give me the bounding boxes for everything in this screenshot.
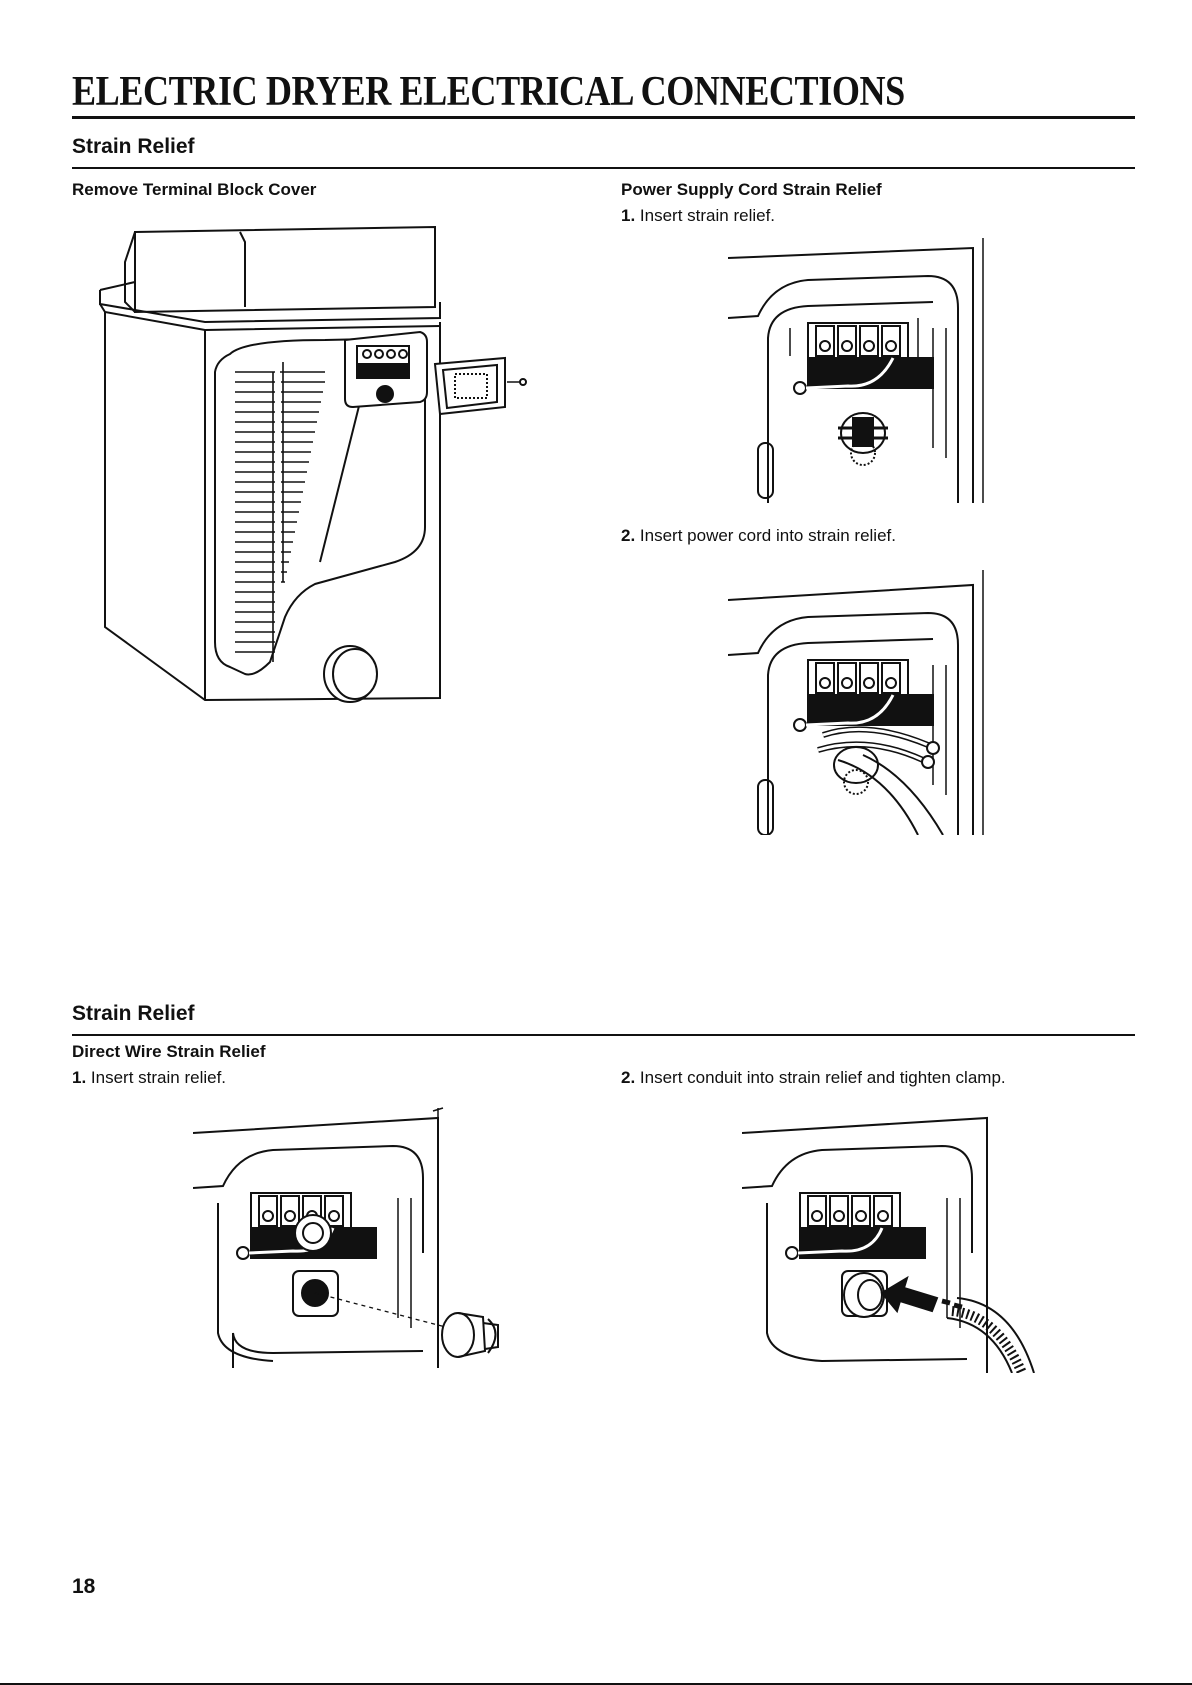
step-2-power-cord: 2. Insert power cord into strain relief. <box>621 525 896 547</box>
step-text: Insert strain relief. <box>90 1068 227 1087</box>
page-title: ELECTRIC DRYER ELECTRICAL CONNECTIONS <box>72 69 905 115</box>
terminal-block-conduit-fitting-icon <box>193 1103 523 1368</box>
step-2-direct-wire: 2. Insert conduit into strain relief and… <box>621 1067 1006 1089</box>
terminal-block-conduit-insert-icon <box>742 1103 1042 1373</box>
subheading-direct-wire: Direct Wire Strain Relief <box>72 1042 266 1061</box>
bottom-rule <box>0 1683 1192 1685</box>
step-number: 2. <box>621 1068 636 1087</box>
step-1-direct-wire: 1. Insert strain relief. <box>72 1067 226 1089</box>
section-rule-2 <box>72 1034 1135 1036</box>
subheading-power-supply-cord: Power Supply Cord Strain Relief <box>621 180 882 199</box>
title-rule <box>72 116 1135 119</box>
section-rule-1 <box>72 167 1135 169</box>
subheading-remove-terminal-block-cover: Remove Terminal Block Cover <box>72 180 317 199</box>
section-heading-strain-relief-1: Strain Relief <box>72 135 195 158</box>
terminal-block-strain-relief-icon <box>728 238 1000 503</box>
step-text: Insert power cord into strain relief. <box>639 526 896 545</box>
step-text: Insert strain relief. <box>639 206 776 225</box>
step-1-power-cord: 1. Insert strain relief. <box>621 205 775 227</box>
step-number: 1. <box>72 1068 87 1087</box>
step-text: Insert conduit into strain relief and ti… <box>639 1068 1006 1087</box>
terminal-block-power-cord-icon <box>728 570 1000 835</box>
section-heading-strain-relief-2: Strain Relief <box>72 1002 195 1025</box>
page-number: 18 <box>72 1575 96 1598</box>
dryer-rear-terminal-cover-icon <box>95 222 560 752</box>
step-number: 1. <box>621 206 636 225</box>
step-number: 2. <box>621 526 636 545</box>
